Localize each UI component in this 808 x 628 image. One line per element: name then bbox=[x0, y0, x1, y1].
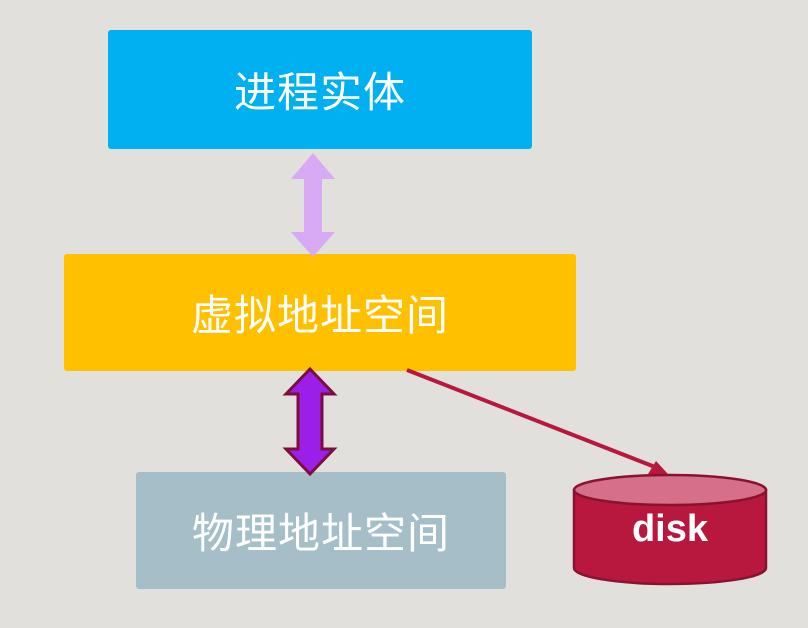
disk-label: disk bbox=[631, 508, 709, 550]
disk-cylinder-icon bbox=[572, 473, 768, 586]
process-entity-box: 进程实体 bbox=[108, 30, 532, 149]
physical-address-space-box: 物理地址空间 bbox=[136, 472, 506, 589]
process-virtual-double-arrow bbox=[291, 153, 335, 257]
virtual-to-disk-arrowhead bbox=[648, 461, 668, 474]
virtual-physical-double-arrow bbox=[282, 366, 338, 477]
virtual-address-space-label: 虚拟地址空间 bbox=[190, 291, 449, 340]
virtual-to-disk-arrow-line bbox=[406, 368, 656, 469]
virtual-address-space-box: 虚拟地址空间 bbox=[64, 254, 576, 371]
process-entity-label: 进程实体 bbox=[233, 68, 406, 117]
physical-address-space-label: 物理地址空间 bbox=[191, 509, 450, 558]
